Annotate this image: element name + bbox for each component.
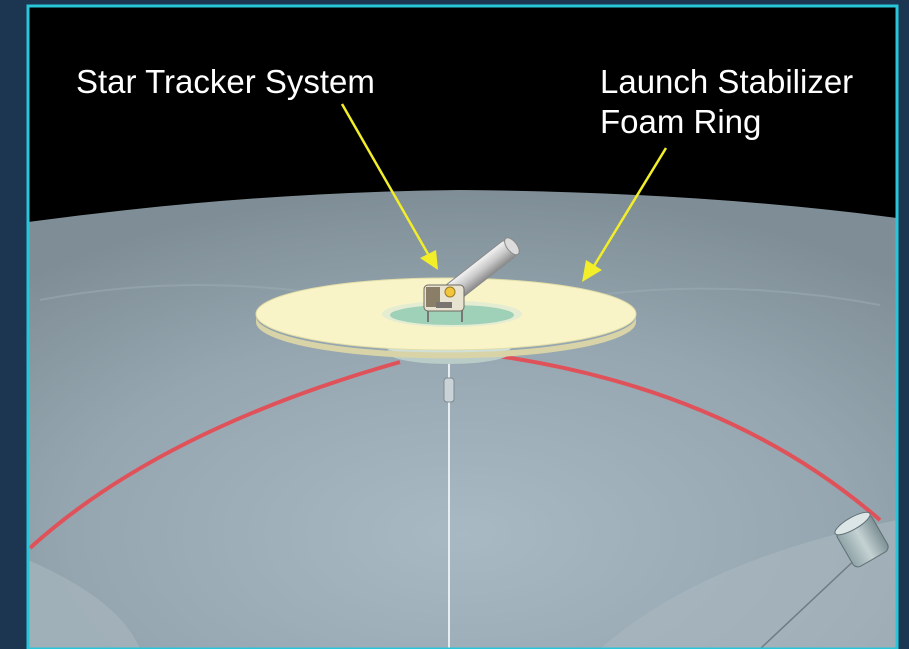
red-seam-left	[28, 360, 401, 550]
label-line-2: Foam Ring	[600, 103, 762, 140]
ring-center-deck	[390, 305, 514, 325]
star-tracker	[423, 237, 520, 322]
balloon-lobe-right	[600, 520, 897, 649]
callout-arrow-foam-ring	[582, 147, 668, 282]
balloon-lobe-left	[28, 560, 140, 649]
balloon-surface	[28, 190, 897, 649]
callout-arrow-star-tracker	[340, 103, 438, 270]
cable-right	[759, 554, 861, 649]
foam-ring-edge	[256, 316, 636, 359]
label-star-tracker-system: Star Tracker System	[76, 63, 375, 100]
red-seam-right	[497, 354, 882, 522]
label-launch-stabilizer-foam-ring: Launch Stabilizer Foam Ring	[600, 62, 853, 142]
tether-weight	[443, 377, 455, 403]
side-canister	[834, 511, 889, 568]
frame-border	[26, 4, 899, 649]
label-line-1: Launch Stabilizer	[600, 63, 854, 100]
